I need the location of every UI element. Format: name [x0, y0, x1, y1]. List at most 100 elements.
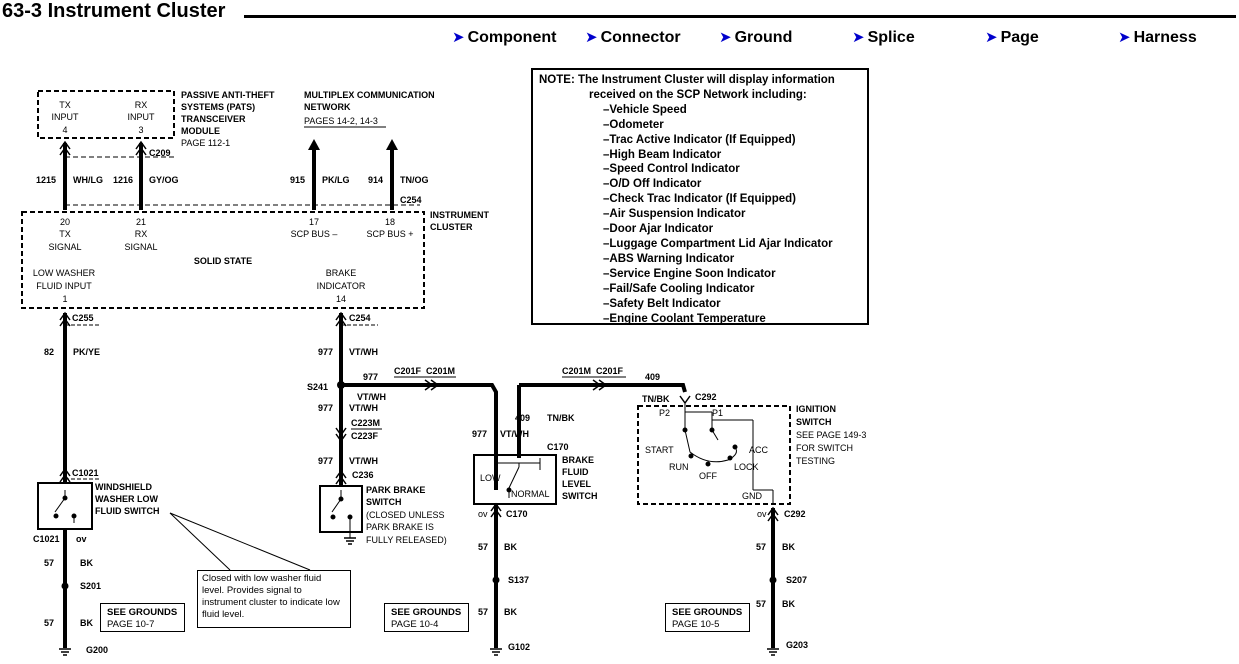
- brake-fluid-name: FLUID: [562, 467, 589, 477]
- park-switch-note: FULLY RELEASED): [366, 535, 447, 545]
- wire-number: 977: [318, 347, 333, 357]
- note-items: –Vehicle Speed –Odometer –Trac Active In…: [539, 103, 861, 327]
- brake-fluid-normal: NORMAL: [511, 489, 550, 499]
- park-switch-name: SWITCH: [366, 497, 402, 507]
- cluster-pin17: 17: [309, 217, 319, 227]
- nav-connector-link[interactable]: ➤Connector: [585, 28, 681, 47]
- wire-number: 57: [478, 607, 488, 617]
- note-item: –Vehicle Speed: [603, 103, 687, 116]
- connector-c236: C236: [352, 470, 374, 480]
- cluster-pin1-label: FLUID INPUT: [36, 281, 92, 291]
- ground-ref-title: SEE GROUNDS: [391, 607, 462, 618]
- nav-ground-link[interactable]: ➤Ground: [719, 28, 792, 47]
- cluster-pin21: 21: [136, 217, 146, 227]
- splice-dot-icon: [769, 576, 777, 584]
- ground-ref-title: SEE GROUNDS: [672, 607, 743, 618]
- connector-chevron-icon: [59, 140, 71, 156]
- pats-tx-label: TX: [59, 100, 71, 110]
- pats-tx-pin: 4: [62, 125, 67, 135]
- switch-contact-icon: [53, 490, 77, 523]
- pats-name-line: PASSIVE ANTI-THEFT: [181, 90, 275, 100]
- wire-number: 409: [645, 372, 660, 382]
- arrow-right-circle-icon: ➤: [852, 29, 865, 46]
- connector-chevron-icon: [135, 140, 147, 156]
- cluster-pin1: 1: [62, 294, 67, 304]
- wire-color: BK: [782, 542, 795, 552]
- nav-label: Page: [1000, 29, 1039, 46]
- note-item: –High Beam Indicator: [603, 148, 722, 161]
- ignition-p1: P1: [712, 408, 723, 418]
- switch-contact-icon: [330, 490, 353, 538]
- nav-component-link[interactable]: ➤Component: [452, 28, 556, 47]
- note-item: –Air Suspension Indicator: [603, 208, 746, 221]
- splice-s207: S207: [786, 575, 807, 585]
- nav-harness-link[interactable]: ➤Harness: [1118, 28, 1197, 47]
- connector-c254: C254: [400, 195, 422, 205]
- washer-switch-name: FLUID SWITCH: [95, 506, 160, 516]
- see-grounds-10-4[interactable]: SEE GROUNDS PAGE 10-4: [384, 603, 469, 632]
- scp-network-note: NOTE: The Instrument Cluster will displa…: [531, 68, 869, 325]
- multiplex-pages: PAGES 14-2, 14-3: [304, 116, 378, 126]
- wire-color: TN/BK: [642, 394, 670, 404]
- ignition-gnd: GND: [742, 491, 763, 501]
- note-item: –Luggage Compartment Lid Ajar Indicator: [603, 237, 833, 250]
- ov-label: ov: [757, 509, 767, 519]
- ignition-ref: TESTING: [796, 456, 835, 466]
- note-item: –Trac Active Indicator (If Equipped): [603, 133, 796, 146]
- ignition-off: OFF: [699, 471, 717, 481]
- cluster-pin14-label: BRAKE: [326, 268, 357, 278]
- connector-c170-lower: C170: [506, 509, 528, 519]
- ignition-ref: FOR SWITCH: [796, 443, 853, 453]
- see-grounds-10-7[interactable]: SEE GROUNDS PAGE 10-7: [100, 603, 185, 632]
- wire-color: VT/WH: [349, 347, 378, 357]
- connector-c201f: C201F: [394, 366, 422, 376]
- wire-color: BK: [504, 542, 517, 552]
- park-switch-name: PARK BRAKE: [366, 485, 425, 495]
- connector-chevron-icon: [59, 467, 71, 483]
- wire-color: PK/YE: [73, 347, 100, 357]
- connector-chevron-icon: [335, 469, 347, 485]
- cluster-name: INSTRUMENT: [430, 210, 489, 220]
- note-item: –Check Trac Indicator (If Equipped): [603, 193, 796, 206]
- cluster-pin20: 20: [60, 217, 70, 227]
- connector-c255: C255: [72, 313, 94, 323]
- pats-rx-label: RX: [135, 100, 148, 110]
- wire-977-horizontal: [341, 383, 498, 490]
- instrument-cluster-box: [21, 211, 425, 309]
- park-brake-switch-box: [319, 485, 363, 533]
- wire-number: 57: [756, 542, 766, 552]
- wire-number: 1215: [36, 175, 56, 185]
- ignition-switch-box: [637, 405, 791, 505]
- wire-color: GY/OG: [149, 175, 179, 185]
- brake-fluid-name: LEVEL: [562, 479, 592, 489]
- float-switch-icon: [495, 458, 541, 498]
- ov-label: ov: [478, 509, 488, 519]
- ignition-name: IGNITION: [796, 404, 836, 414]
- note-line2: received on the SCP Network including:: [589, 88, 807, 101]
- ground-ref-title: SEE GROUNDS: [107, 607, 178, 618]
- note-lead: NOTE: The Instrument Cluster will displa…: [539, 74, 835, 86]
- ground-g102: G102: [508, 642, 530, 652]
- wire-color: VT/WH: [349, 403, 378, 413]
- wire-number: 977: [318, 403, 333, 413]
- connector-c1021: C1021: [72, 468, 99, 478]
- nav-label: Splice: [867, 29, 915, 46]
- nav-page-link[interactable]: ➤Page: [985, 28, 1039, 47]
- arrow-right-circle-icon: ➤: [985, 29, 998, 46]
- connector-chevron-icon: [335, 311, 347, 327]
- pats-name-line: MODULE: [181, 126, 220, 136]
- ground-icon: [767, 648, 779, 656]
- see-grounds-10-5[interactable]: SEE GROUNDS PAGE 10-5: [665, 603, 750, 632]
- wire-color: VT/WH: [357, 392, 386, 402]
- arrow-right-circle-icon: ➤: [1118, 29, 1131, 46]
- pats-page-ref: PAGE 112-1: [181, 138, 230, 148]
- splice-dot-icon: [492, 576, 500, 584]
- wire-color: VT/WH: [349, 456, 378, 466]
- wire-color: WH/LG: [73, 175, 103, 185]
- pats-name-line: SYSTEMS (PATS): [181, 102, 255, 112]
- ignition-acc: ACC: [749, 445, 769, 455]
- nav-splice-link[interactable]: ➤Splice: [852, 28, 915, 47]
- cluster-solid-state: SOLID STATE: [194, 256, 252, 266]
- brake-fluid-low: LOW: [480, 473, 501, 483]
